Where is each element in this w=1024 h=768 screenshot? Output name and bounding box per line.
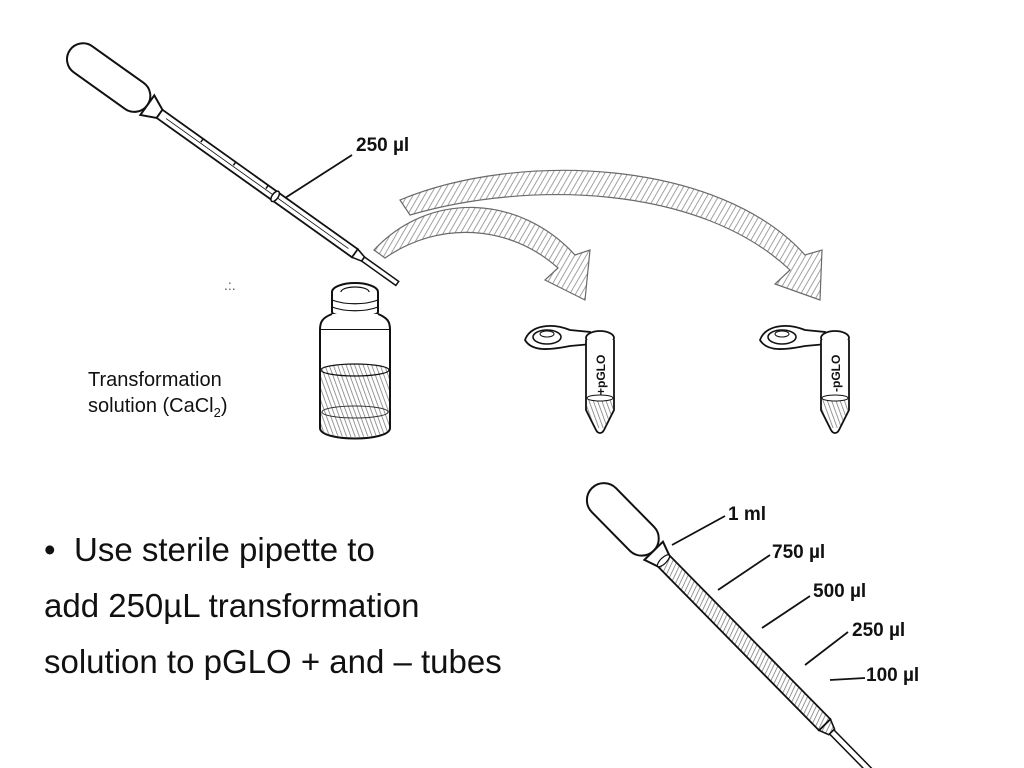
leader-500ul [761, 595, 811, 629]
vial-caption-line1: Transformation [88, 369, 222, 391]
transformation-vial [318, 282, 392, 440]
leader-250ul [804, 631, 849, 666]
graduation-label-500ul: 500 µl [813, 581, 867, 602]
graduation-label-100ul: 100 µl [866, 665, 920, 686]
transfer-arrow-right [399, 169, 823, 301]
vial-caption-suffix: ) [220, 395, 228, 417]
vial-caption-line2-text: solution (CaCl [88, 395, 214, 417]
pipette-top [66, 42, 400, 287]
leader-1ml [671, 515, 726, 546]
instruction-line1: • Use sterile pipette to [44, 522, 502, 578]
vial-caption: Transformation solution (CaCl2) [88, 367, 228, 426]
vial-caption-subscript: 2 [213, 405, 221, 420]
graduation-label-250ul: 250 µl [852, 620, 906, 641]
label-leader-250 [284, 154, 353, 199]
vial-caption-line2: solution (CaCl2) [88, 393, 228, 426]
leader-100ul [829, 677, 866, 681]
tube-label-minus: -pGLO [829, 355, 843, 392]
stray-mark: .:. [224, 277, 236, 293]
tube-plus-pglo: +pGLO [524, 325, 615, 434]
instruction-line1-text: Use sterile pipette to [74, 531, 375, 568]
volume-label-250-top: 250 µl [356, 135, 410, 156]
instruction-line3: solution to pGLO + and – tubes [44, 643, 502, 680]
graduation-label-1ml: 1 ml [728, 504, 767, 525]
instruction-text: • Use sterile pipette to add 250µL transf… [44, 522, 502, 690]
tube-label-plus: +pGLO [594, 355, 608, 395]
pipette-bottom [585, 482, 876, 768]
leader-750ul [717, 554, 771, 591]
tube-minus-pglo: -pGLO [759, 325, 850, 434]
graduation-label-750ul: 750 µl [772, 542, 826, 563]
instruction-line2: add 250µL transformation [44, 587, 420, 624]
transfer-arrow-left [373, 206, 591, 301]
bullet-marker: • [44, 531, 56, 568]
